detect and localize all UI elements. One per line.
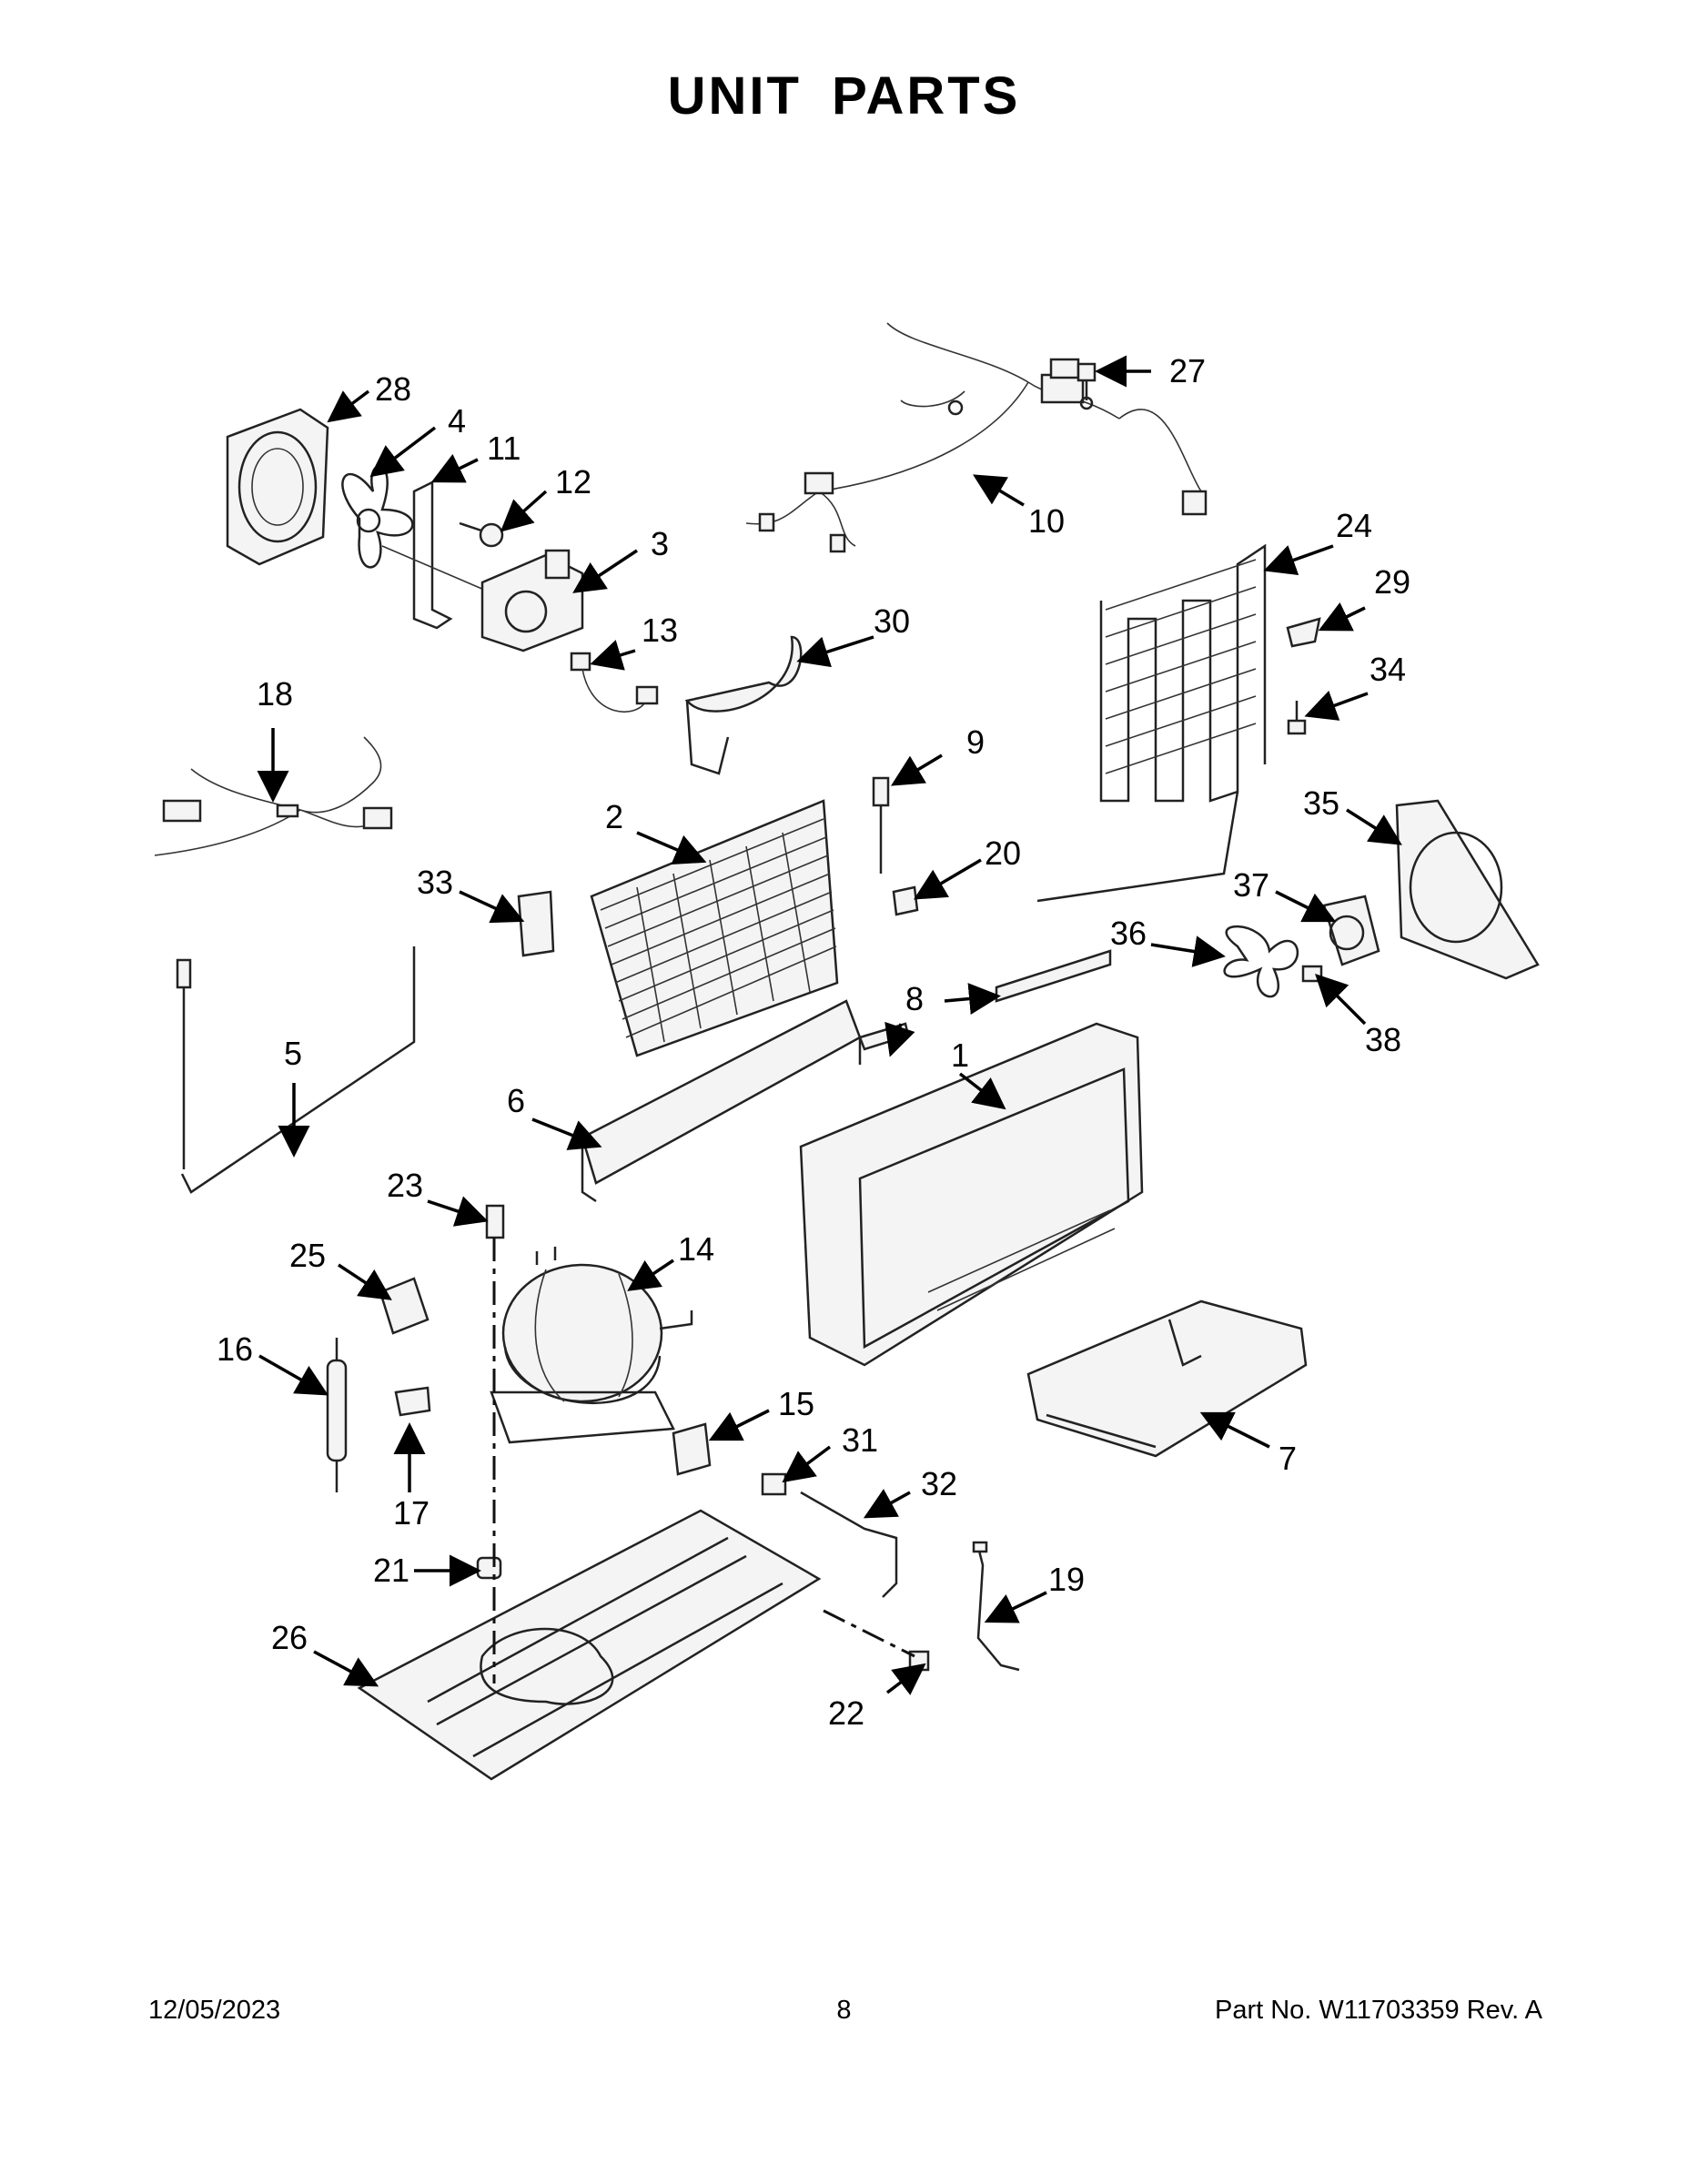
part-3-fan-motor — [480, 549, 584, 652]
part-30-duct — [684, 635, 803, 775]
callout-22: 22 — [828, 1694, 864, 1732]
part-7-drain-pan — [1026, 1299, 1308, 1458]
callout-19: 19 — [1048, 1561, 1085, 1598]
callout-16: 16 — [217, 1330, 253, 1368]
callout-numbers: 28 4 11 12 3 13 27 10 24 29 34 30 18 9 2… — [217, 352, 1410, 1732]
callout-7: 7 — [1279, 1440, 1297, 1477]
callout-20: 20 — [985, 834, 1021, 872]
part-25-pad — [379, 1277, 430, 1335]
part-24-condenser — [1036, 543, 1267, 903]
footer-part-number: Part No. W11703359 Rev. A — [1214, 1996, 1542, 2025]
callout-33: 33 — [417, 864, 453, 901]
part-38-screw — [1301, 965, 1323, 983]
part-32-tube — [800, 1491, 898, 1598]
callout-26: 26 — [271, 1619, 308, 1656]
callout-1: 1 — [951, 1036, 969, 1074]
part-12-screw — [459, 521, 504, 548]
callout-29: 29 — [1374, 563, 1410, 601]
callout-23: 23 — [387, 1167, 423, 1204]
part-36-blade — [1223, 925, 1299, 998]
part-33-bracket — [517, 890, 555, 957]
callout-6: 6 — [507, 1082, 525, 1119]
part-17-clip — [394, 1386, 431, 1417]
part-29-clip — [1286, 617, 1321, 648]
part-1-cover — [799, 1022, 1144, 1367]
part-34-screw — [1287, 701, 1307, 735]
callout-34: 34 — [1370, 651, 1406, 688]
callout-25: 25 — [289, 1237, 326, 1274]
part-20-clip — [892, 885, 919, 916]
callout-28: 28 — [375, 370, 411, 408]
callout-38: 38 — [1365, 1021, 1401, 1058]
part-37-motor — [1322, 895, 1380, 966]
callout-36: 36 — [1110, 915, 1147, 952]
part-23-valve — [485, 1204, 505, 1239]
part-16-drier — [326, 1338, 348, 1492]
callout-4: 4 — [448, 402, 466, 440]
assembly-centerlines — [492, 1238, 915, 1684]
callout-13: 13 — [642, 612, 678, 649]
part-26-base-plate — [357, 1509, 822, 1781]
callout-2: 2 — [605, 798, 623, 835]
callout-10: 10 — [1028, 502, 1065, 540]
callout-5: 5 — [284, 1035, 302, 1072]
leader-arrows — [257, 355, 1402, 1695]
part-14-compressor — [490, 1247, 693, 1444]
callout-31: 31 — [842, 1421, 878, 1459]
callout-12: 12 — [555, 463, 591, 500]
part-4-fan-blade — [341, 464, 414, 569]
callout-11: 11 — [487, 430, 521, 467]
footer-date: 12/05/2023 — [148, 1996, 281, 2025]
callout-32: 32 — [921, 1465, 957, 1502]
part-2-evaporator — [590, 799, 839, 1057]
part-35-shroud — [1395, 799, 1540, 980]
part-31-cap — [761, 1472, 787, 1496]
part-5-tube — [176, 946, 416, 1194]
part-18-harness — [154, 736, 393, 856]
part-13-harness — [570, 652, 659, 713]
callout-24: 24 — [1336, 507, 1372, 544]
callout-17: 17 — [393, 1494, 430, 1532]
part-19-tube — [972, 1541, 1020, 1672]
callout-37: 37 — [1233, 866, 1269, 904]
callout-21: 21 — [373, 1552, 409, 1589]
callout-27: 27 — [1169, 352, 1206, 389]
part-21-grommet — [476, 1556, 502, 1580]
callout-30: 30 — [874, 602, 910, 640]
callout-15: 15 — [778, 1385, 814, 1422]
callout-35: 35 — [1303, 784, 1339, 822]
footer-page-number: 8 — [836, 1996, 852, 2025]
callout-14: 14 — [678, 1230, 714, 1268]
callout-18: 18 — [257, 675, 293, 713]
page-title: UNIT PARTS — [667, 66, 1021, 126]
callout-3: 3 — [651, 525, 669, 562]
part-9-thermistor — [872, 776, 890, 874]
part-10-wire-harness — [745, 322, 1208, 553]
part-15-relay — [672, 1422, 712, 1476]
part-28-fan-shroud — [226, 408, 329, 566]
callout-8: 8 — [905, 980, 924, 1017]
callout-9: 9 — [966, 723, 985, 761]
